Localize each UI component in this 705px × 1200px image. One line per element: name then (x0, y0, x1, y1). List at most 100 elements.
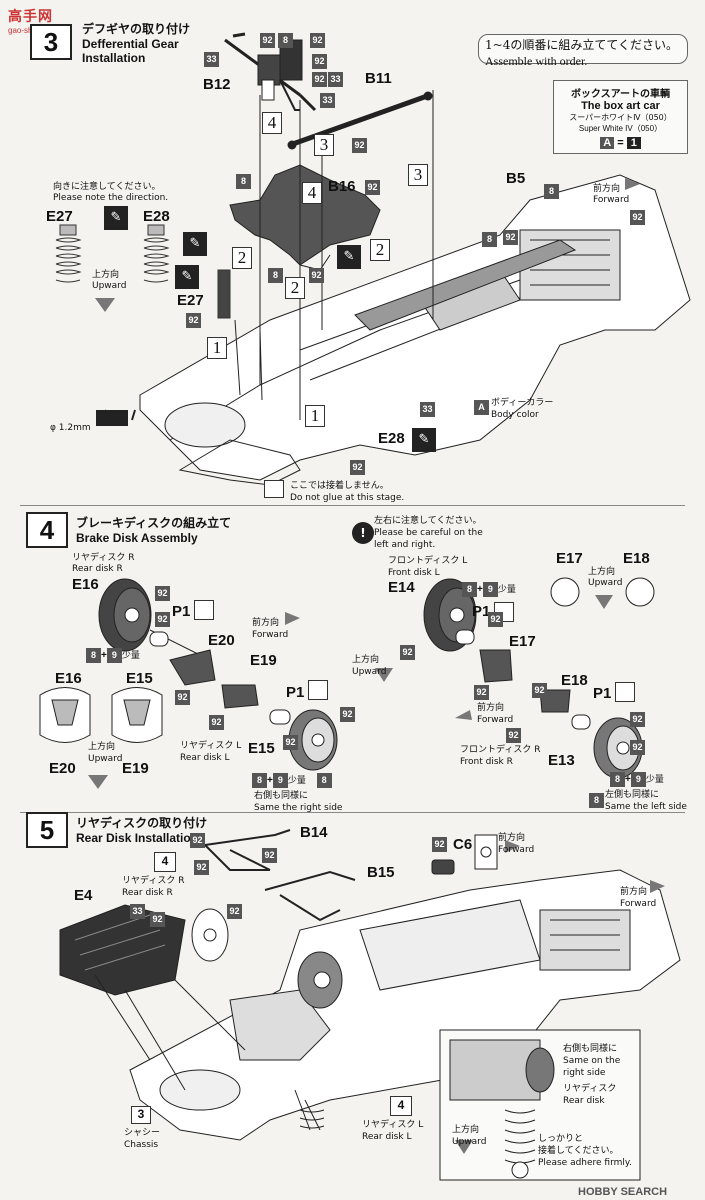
glue-icon: ✎ (175, 265, 199, 289)
paint-marker: 92 (310, 33, 325, 48)
step4-upward-right-jp: 上方向 (588, 567, 616, 577)
part-e20b: E20 (49, 760, 76, 777)
part-e4: E4 (74, 887, 93, 904)
paint-marker: 92 (312, 72, 327, 87)
step4-number: 4 (26, 512, 68, 548)
glue-icon: ✎ (337, 245, 361, 269)
paint-marker: 8 (589, 793, 604, 808)
chassis-en: Chassis (124, 1140, 159, 1150)
step5-forward-right-jp: 前方向 (620, 887, 648, 897)
mix-b: 9 (630, 772, 646, 787)
step5-forward-jp: 前方向 (498, 833, 526, 843)
part-e17b: E17 (556, 550, 583, 567)
paint-marker: 92 (350, 460, 365, 475)
adhere-jp2: 接着してください。 (538, 1146, 619, 1156)
inset-same-right-en1: Same on the (563, 1056, 621, 1066)
same-left-en: Same the left side (605, 802, 687, 812)
front-l-en: Front disk L (388, 568, 440, 578)
part-p1c: P1 (472, 603, 491, 620)
step4-upward-mid-en: Upward (352, 667, 387, 677)
paint-marker: 92 (309, 268, 324, 283)
part-b5: B5 (506, 170, 526, 187)
body-color-jp: ボディーカラー (491, 398, 554, 408)
order-note-jp: 1~4の順番に組み立ててください。 (485, 38, 678, 52)
mix-label: 少量 (497, 585, 516, 595)
paint-marker: 8 (268, 268, 283, 283)
order-marker: 4 (262, 112, 282, 134)
paint-marker: 92 (155, 586, 170, 601)
front-l-jp: フロントディスク L (388, 556, 468, 566)
front-r-en: Front disk R (460, 757, 513, 767)
rear-r-jp: リヤディスク R (72, 553, 135, 563)
same-right-en: Same the right side (254, 803, 343, 813)
paint-marker: 92 (209, 715, 224, 730)
rear-l-en: Rear disk L (180, 753, 230, 763)
step5-rear-l-en: Rear disk L (362, 1132, 412, 1142)
no-glue-en: Do not glue at this stage. (290, 493, 405, 503)
caution-icon: ! (352, 522, 374, 544)
step4-title: ブレーキディスクの組み立て Brake Disk Assembly (76, 514, 231, 545)
paint-marker: 92 (312, 54, 327, 69)
same-right-jp: 右側も同様に (254, 791, 309, 801)
adhere-en: Please adhere firmly. (538, 1158, 632, 1168)
rear-r-en: Rear disk R (72, 564, 123, 574)
step4-title-en: Brake Disk Assembly (76, 531, 198, 545)
step3-title-en-line1: Defferential Gear (82, 37, 179, 51)
order-note-en: Assemble with order. (485, 54, 588, 68)
order-marker: 1 (207, 337, 227, 359)
lr-note-en2: left and right. (374, 540, 436, 550)
step4-forward-jp: 前方向 (252, 618, 280, 628)
step5-rear-r-jp: リヤディスク R (122, 876, 185, 886)
mix-plus: + (267, 775, 273, 786)
paint-marker: 33 (328, 72, 343, 87)
boxart-note: ボックスアートの車輌 The box art car スーパーホワイトⅣ（050… (553, 80, 688, 154)
part-e27b: E27 (177, 292, 204, 309)
paint-marker: 8 (482, 232, 497, 247)
step5-title-en: Rear Disk Installation (76, 831, 199, 845)
glue-icon: ✎ (412, 428, 436, 452)
mix-a: 8 (86, 648, 101, 663)
step4-upward-jp: 上方向 (88, 742, 116, 752)
boxart-equation-mid: = (617, 137, 624, 149)
part-e14: E14 (388, 579, 415, 596)
step4-upward-en: Upward (88, 754, 123, 764)
step4-upward-mid-jp: 上方向 (352, 655, 380, 665)
mix-b: 9 (482, 582, 498, 597)
step3-number: 3 (30, 24, 72, 60)
inset-same-right-jp: 右側も同様に (563, 1044, 618, 1054)
order-marker: 2 (285, 277, 305, 299)
step3-upward-en: Upward (92, 281, 127, 291)
paint-marker: 92 (227, 904, 242, 919)
body-color-en: Body color (491, 410, 539, 420)
part-p1b: P1 (286, 684, 305, 701)
part-e15: E15 (248, 740, 275, 757)
paint-marker: 92 (194, 860, 209, 875)
part-e17: E17 (509, 633, 536, 650)
order-marker: 4 (302, 182, 322, 204)
part-e16b: E16 (55, 670, 82, 687)
glue-icon: ✎ (183, 232, 207, 256)
divider (20, 505, 685, 506)
rear-l-jp: リヤディスク L (180, 741, 242, 751)
part-e18b: E18 (623, 550, 650, 567)
step5-title-jp: リヤディスクの取り付け (76, 816, 208, 830)
part-e20: E20 (208, 632, 235, 649)
mix-b: 9 (272, 773, 288, 788)
watermark-bottom-text: HOBBY SEARCH (578, 1186, 668, 1198)
no-glue-icon (264, 480, 284, 498)
part-e13: E13 (548, 752, 575, 769)
part-e27: E27 (46, 208, 73, 225)
step3-forward-en: Forward (593, 195, 630, 205)
boxart-equation: A = 1 (554, 137, 687, 149)
part-b12: B12 (203, 76, 231, 93)
paint-marker: 8 (544, 184, 559, 199)
watermark-top-brand: 高手网 (8, 9, 53, 25)
paint-marker: 92 (150, 912, 165, 927)
body-color-box: A (474, 400, 489, 415)
step5-forward-en: Forward (498, 845, 535, 855)
mix-label: 少量 (121, 651, 140, 661)
step5-rear-r-en: Rear disk R (122, 888, 173, 898)
mix-plus: + (101, 650, 107, 661)
